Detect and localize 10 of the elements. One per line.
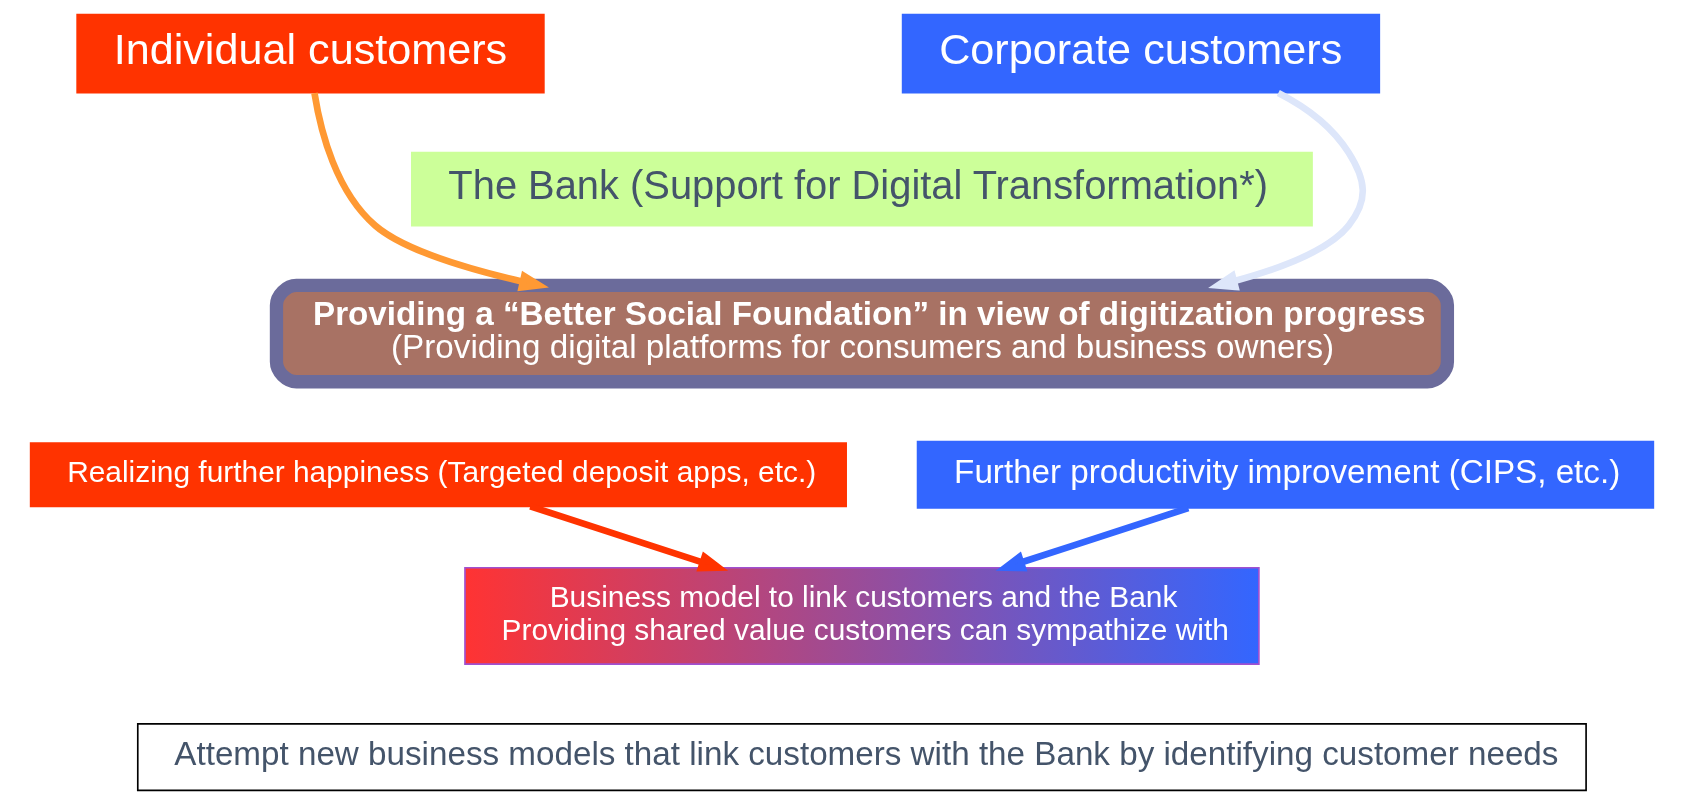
node-box: Providing a “Better Social Foundation” in view of digitization progress (Providing digital platforms for consumers and business owners) — [269, 278, 1455, 389]
arrow — [311, 92, 549, 292]
node-box: Corporate customers — [901, 13, 1381, 94]
node-box: Realizing further happiness (Targeted deposit apps, etc.) — [29, 442, 847, 508]
node-box: Business model to link customers and the Bank Providing shared value customers can sympathize with — [464, 566, 1260, 665]
node-box: The Bank (Support for Digital Transformation*) — [411, 151, 1313, 227]
arrow — [1208, 90, 1367, 291]
node-box: Further productivity improvement (CIPS, etc.) — [916, 440, 1655, 509]
node-box: Individual customers — [76, 13, 545, 94]
node-box: Attempt new business models that link customers with the Bank by identifying customer needs — [136, 723, 1587, 792]
